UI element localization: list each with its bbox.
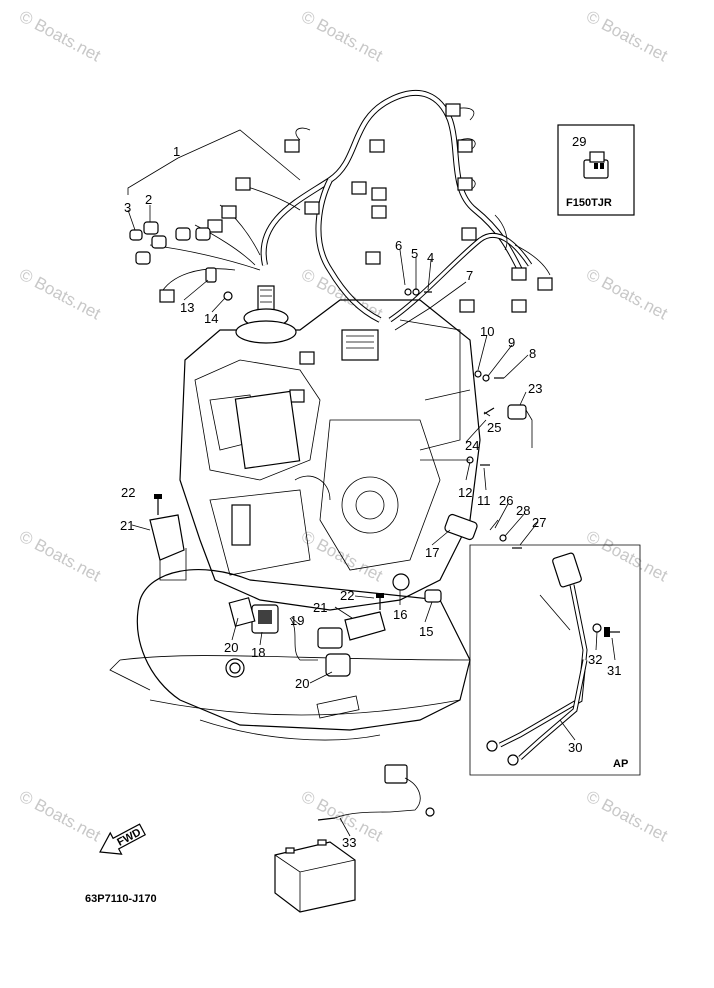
bracket-21a-icon	[149, 514, 185, 561]
callout-26[interactable]: 26	[499, 493, 513, 508]
callout-22b[interactable]: 22	[340, 588, 354, 603]
harness-connectors	[159, 103, 553, 403]
watermark: © Boats.net	[298, 7, 386, 66]
wire-harness	[149, 89, 551, 323]
lower-cowling	[109, 569, 471, 741]
callout-12[interactable]: 12	[458, 485, 472, 500]
connector-icon	[457, 139, 473, 153]
callout-14[interactable]: 14	[204, 311, 218, 326]
callout-21a[interactable]: 21	[120, 518, 134, 533]
connector-icon	[445, 103, 461, 117]
connector-icon	[159, 289, 175, 303]
sensor-23-icon	[507, 404, 527, 420]
callout-28[interactable]: 28	[516, 503, 530, 518]
fwd-arrow-icon: FWD	[99, 823, 147, 855]
callout-9[interactable]: 9	[508, 335, 515, 350]
callout-6[interactable]: 6	[395, 238, 402, 253]
fwd-label: FWD	[115, 826, 143, 848]
callout-10[interactable]: 10	[480, 324, 494, 339]
callout-13[interactable]: 13	[180, 300, 194, 315]
connector-icon	[371, 187, 387, 201]
connector-icon	[369, 139, 385, 153]
watermark: © Boats.net	[16, 265, 104, 324]
callout-15[interactable]: 15	[419, 624, 433, 639]
watermark: © Boats.net	[16, 787, 104, 846]
connector-icon	[221, 205, 237, 219]
diagram-code: 63P7110-J170	[85, 893, 157, 905]
watermark: © Boats.net	[583, 787, 671, 846]
inset-frame	[557, 124, 635, 216]
callout-23[interactable]: 23	[528, 381, 542, 396]
callout-20a[interactable]: 20	[224, 640, 238, 655]
callout-24[interactable]: 24	[465, 438, 479, 453]
connector-icon	[299, 351, 315, 365]
watermark: © Boats.net	[583, 265, 671, 324]
callout-32[interactable]: 32	[588, 652, 602, 667]
sensor-15-icon	[424, 589, 442, 603]
callout-29[interactable]: 29	[572, 134, 586, 149]
callout-33[interactable]: 33	[342, 835, 356, 850]
connector-icon	[365, 251, 381, 265]
connector-icon	[207, 219, 223, 233]
callout-11[interactable]: 11	[477, 493, 491, 508]
connector-icon	[284, 139, 300, 153]
switch-19-icon	[317, 627, 343, 649]
callout-22a[interactable]: 22	[121, 485, 135, 500]
callout-17[interactable]: 17	[425, 545, 439, 560]
callout-3[interactable]: 3	[124, 200, 131, 215]
watermark: © Boats.net	[16, 7, 104, 66]
connector-icon	[371, 205, 387, 219]
inset-model-label: F150TJR	[566, 197, 612, 209]
callout-16[interactable]: 16	[393, 607, 407, 622]
connector-icon	[461, 227, 477, 241]
callouts: 1 2 3 4 5 6 7 8 9 10 11 12 13 14 15 16 1…	[120, 144, 621, 850]
callout-20b[interactable]: 20	[295, 676, 309, 691]
callout-21b[interactable]: 21	[313, 600, 327, 615]
connector-icon	[304, 201, 320, 215]
bracket-21b-icon	[344, 611, 386, 641]
connector-icon	[235, 177, 251, 191]
grommet-16-icon	[392, 573, 410, 591]
sensor-17-icon	[444, 513, 478, 541]
connector-29-icon	[583, 151, 609, 179]
watermark: © Boats.net	[583, 7, 671, 66]
connector-icon	[289, 389, 305, 403]
inset-box-top: 29 F150TJR	[557, 124, 635, 216]
callout-5[interactable]: 5	[411, 246, 418, 261]
callout-18[interactable]: 18	[251, 645, 265, 660]
battery-lead-connector-icon	[384, 764, 408, 784]
callout-19[interactable]: 19	[290, 613, 304, 628]
callout-2[interactable]: 2	[145, 192, 152, 207]
callout-27[interactable]: 27	[532, 515, 546, 530]
battery-icon	[274, 841, 356, 913]
sensor-group-2-3	[129, 221, 233, 301]
watermarks: © Boats.net © Boats.net © Boats.net © Bo…	[16, 7, 671, 846]
connector-icon	[457, 177, 473, 191]
callout-7[interactable]: 7	[466, 268, 473, 283]
connector-icon	[511, 299, 527, 313]
callout-30[interactable]: 30	[568, 740, 582, 755]
leader-lines	[127, 129, 616, 837]
watermark: © Boats.net	[16, 527, 104, 586]
small-parts	[149, 288, 533, 677]
callout-1[interactable]: 1	[173, 144, 180, 159]
grommet-20b-icon	[325, 653, 351, 677]
connector-icon	[351, 181, 367, 195]
connector-icon	[537, 277, 553, 291]
battery-cable-boot-icon	[552, 552, 582, 588]
callout-25[interactable]: 25	[487, 420, 501, 435]
inset-box-ap: AP	[469, 544, 641, 776]
grommet-20a-icon	[228, 597, 256, 627]
callout-4[interactable]: 4	[427, 250, 434, 265]
callout-8[interactable]: 8	[529, 346, 536, 361]
battery-group	[274, 764, 435, 913]
connector-icon	[459, 299, 475, 313]
callout-31[interactable]: 31	[607, 663, 621, 678]
watermark: © Boats.net	[583, 527, 671, 586]
engine-block	[179, 285, 481, 611]
inset-ap-label: AP	[613, 758, 628, 770]
connector-icon	[511, 267, 527, 281]
